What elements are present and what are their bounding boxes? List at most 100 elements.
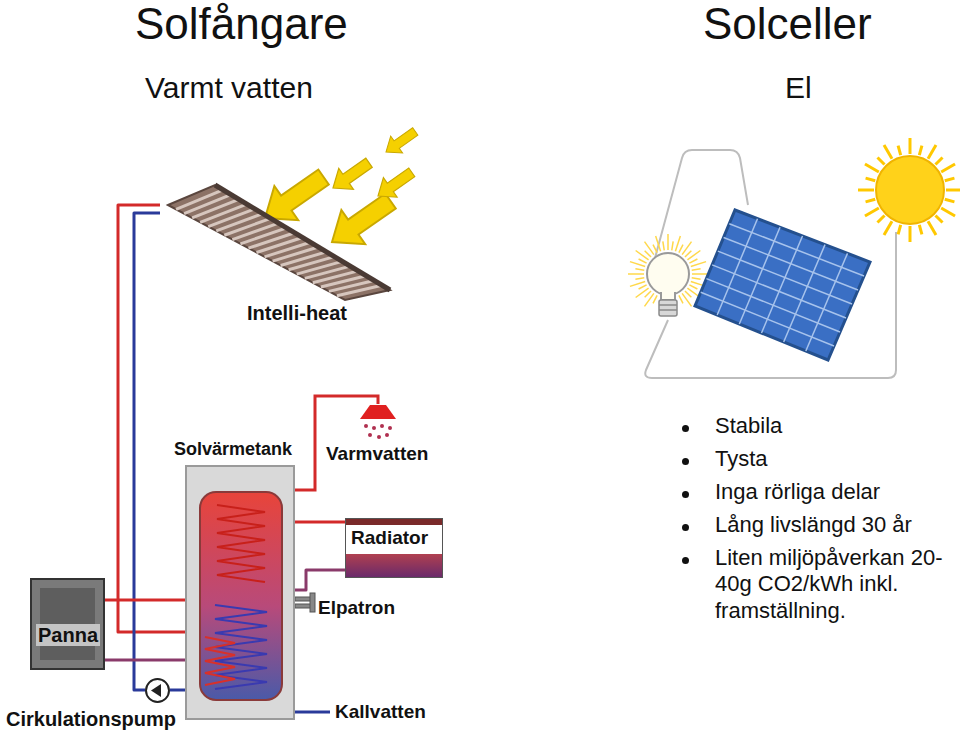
sun-ray	[909, 226, 912, 242]
drop	[377, 435, 381, 439]
pipe	[170, 689, 185, 692]
sun-ray	[945, 178, 955, 181]
panel-cell-line	[701, 292, 834, 346]
sun-ray	[865, 164, 879, 172]
circulation-pump: Cirkulationspump	[145, 678, 170, 703]
vacuum-tube	[337, 285, 382, 295]
collector-header	[215, 185, 390, 290]
pipe	[295, 521, 345, 524]
sun-ray	[865, 208, 879, 216]
drop	[380, 424, 384, 428]
sun-ray	[946, 189, 960, 192]
glow-ray	[685, 291, 691, 297]
glow-ray	[685, 251, 691, 257]
vacuum-tube	[240, 228, 286, 244]
sun-ray	[866, 199, 876, 202]
vacuum-tube	[289, 257, 335, 270]
collector-label: Intelli-heat	[245, 302, 349, 324]
part-label: Elpatron	[318, 597, 395, 620]
sun-ray	[935, 215, 942, 222]
part-label: Varmvatten	[326, 443, 428, 466]
pump-label: Cirkulationspump	[6, 708, 176, 730]
part-label: Kallvatten	[335, 701, 426, 724]
heater-plate	[310, 593, 315, 612]
pipe	[105, 599, 185, 602]
glow-ray	[691, 262, 706, 267]
glow-ray	[679, 295, 683, 303]
glow-ray	[630, 262, 645, 267]
heading: Solceller	[703, 0, 872, 51]
sun-arrow	[371, 163, 419, 206]
glow-ray	[692, 273, 708, 275]
sun-ray	[884, 145, 892, 159]
bulb-neck	[661, 292, 675, 300]
collector-panel	[160, 180, 395, 320]
hot-coil	[217, 505, 265, 582]
glow-ray	[645, 291, 651, 297]
immersion-heater	[295, 593, 315, 612]
sun-ray	[941, 164, 955, 172]
glow-ray	[644, 242, 653, 255]
radiator-label: Radiator	[351, 528, 428, 549]
tank-body	[185, 465, 295, 720]
sun-ray	[928, 221, 936, 235]
cold-water-pipe	[295, 711, 330, 714]
bullet-text: Lång livslängd 30 år	[715, 512, 912, 538]
bullet-text: Inga rörliga delar	[715, 479, 880, 505]
vacuum-tube	[265, 242, 311, 257]
sun-arrow	[380, 123, 421, 161]
pipe	[134, 213, 160, 690]
bulb-base	[659, 300, 677, 316]
glow-ray	[692, 269, 701, 270]
glow-ray	[635, 269, 644, 270]
glow-ray	[653, 295, 657, 303]
sun-ray	[935, 157, 942, 164]
vacuum-tube	[248, 233, 294, 248]
panel-cell-line	[729, 224, 864, 276]
pipe	[105, 659, 185, 662]
heading: Solfångare	[135, 0, 348, 51]
boiler-box: Panna	[30, 578, 105, 670]
panel-cell-line	[784, 245, 825, 342]
inner-tank	[200, 492, 282, 700]
panel-cell-line	[712, 265, 846, 318]
glow-ray	[639, 285, 647, 289]
drop	[372, 426, 376, 430]
panel-grid	[701, 219, 864, 351]
glow-ray	[656, 236, 661, 251]
pump-symbol	[147, 680, 168, 701]
glow-ray	[639, 259, 647, 263]
drop	[385, 433, 389, 437]
sun-ray	[858, 189, 874, 192]
subheading: El	[785, 70, 812, 106]
bulb-glass	[647, 253, 689, 295]
sun-ray	[866, 178, 876, 181]
bullet-dot	[682, 491, 689, 498]
vacuum-tube	[297, 261, 343, 274]
bullet-text: Liten miljöpåverkan 20-40g CO2/kWh inkl.…	[715, 545, 955, 624]
vacuum-tube	[257, 238, 303, 253]
tank-label: Solvärmetank	[174, 440, 292, 460]
panel-cell-line	[724, 237, 858, 290]
sun-ray	[877, 215, 884, 222]
radiator-box: Radiator	[345, 518, 443, 578]
sun-ray	[919, 146, 922, 156]
drop	[364, 424, 368, 428]
glow-ray	[628, 273, 644, 275]
pipe	[118, 205, 185, 632]
drop	[388, 426, 392, 430]
glow-ray	[630, 281, 645, 286]
pump-arrow	[151, 684, 161, 697]
solar-tank: Solvärmetank	[185, 465, 295, 720]
bullet-text: Tysta	[715, 446, 768, 472]
sun-ray	[945, 199, 955, 202]
solar-coil	[205, 637, 235, 685]
glow-ray	[692, 278, 701, 279]
shower-head	[360, 405, 396, 419]
bullet-dot	[682, 557, 689, 564]
glow-ray	[672, 241, 673, 250]
bullet-dot	[682, 458, 689, 465]
vacuum-tube	[305, 266, 350, 278]
glow-ray	[682, 293, 691, 306]
bulb-thread	[659, 304, 677, 306]
